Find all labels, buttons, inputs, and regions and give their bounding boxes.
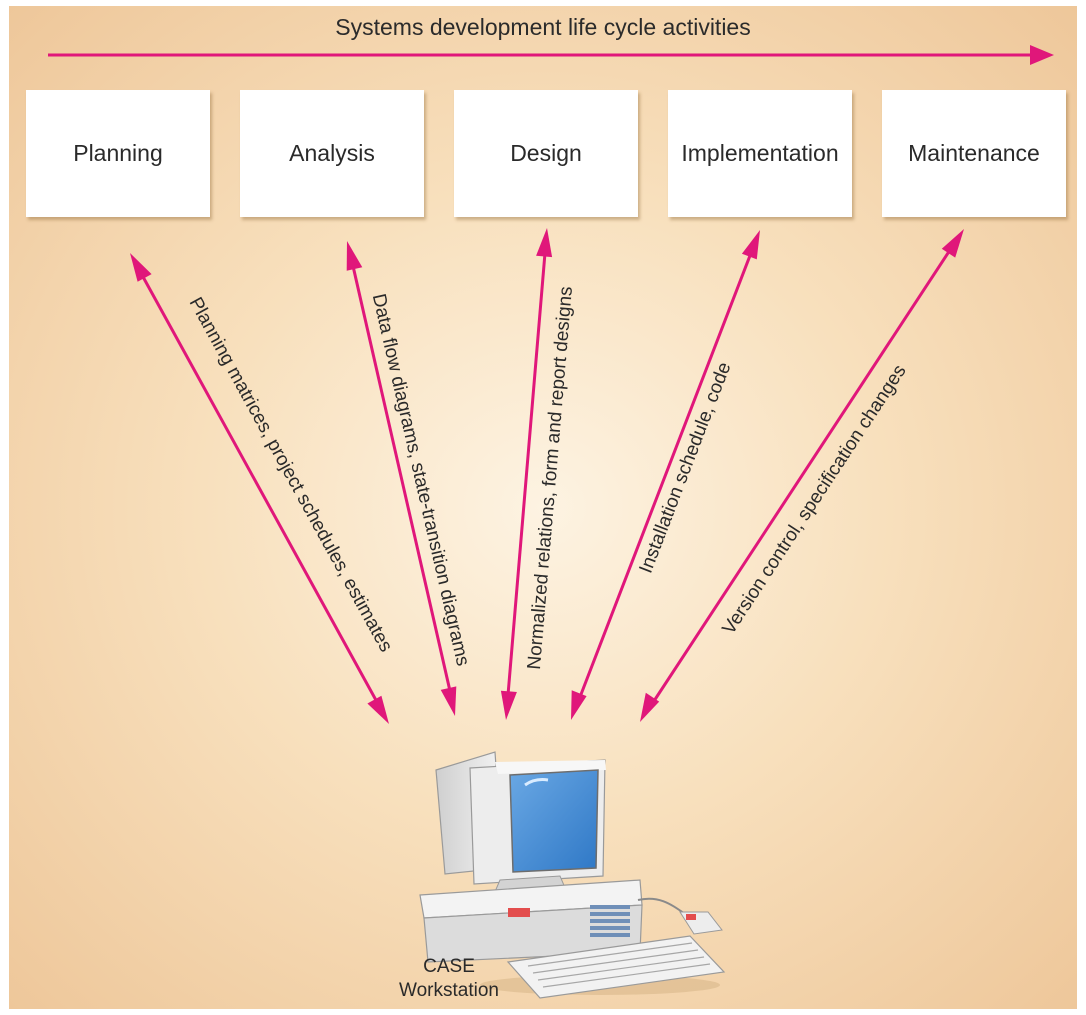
timeline-title: Systems development life cycle activitie… xyxy=(335,14,751,40)
timeline-arrow xyxy=(48,45,1054,65)
phase-label: Planning xyxy=(73,140,163,166)
arrow-analysis-to-workstation xyxy=(346,241,457,716)
phase-label: Maintenance xyxy=(908,140,1040,166)
workstation-label: CASE Workstation xyxy=(384,955,514,1003)
computer-icon xyxy=(419,751,726,999)
workstation-label-line1: CASE xyxy=(423,956,475,977)
arrow-implementation-to-workstation xyxy=(571,230,760,720)
arrow-design-to-workstation xyxy=(500,228,553,720)
phase-box-planning: Planning xyxy=(26,90,210,217)
arrow-maintenance-to-workstation xyxy=(640,229,964,722)
phase-label: Analysis xyxy=(289,140,375,166)
phase-label: Design xyxy=(510,140,582,166)
workstation-label-line2: Workstation xyxy=(399,980,499,1001)
phase-box-analysis: Analysis xyxy=(240,90,424,217)
phase-label: Implementation xyxy=(681,140,839,166)
phase-box-maintenance: Maintenance xyxy=(882,90,1066,217)
arrow-planning-to-workstation xyxy=(130,253,389,724)
phase-box-implementation: Implementation xyxy=(668,90,852,217)
phase-box-design: Design xyxy=(454,90,638,217)
